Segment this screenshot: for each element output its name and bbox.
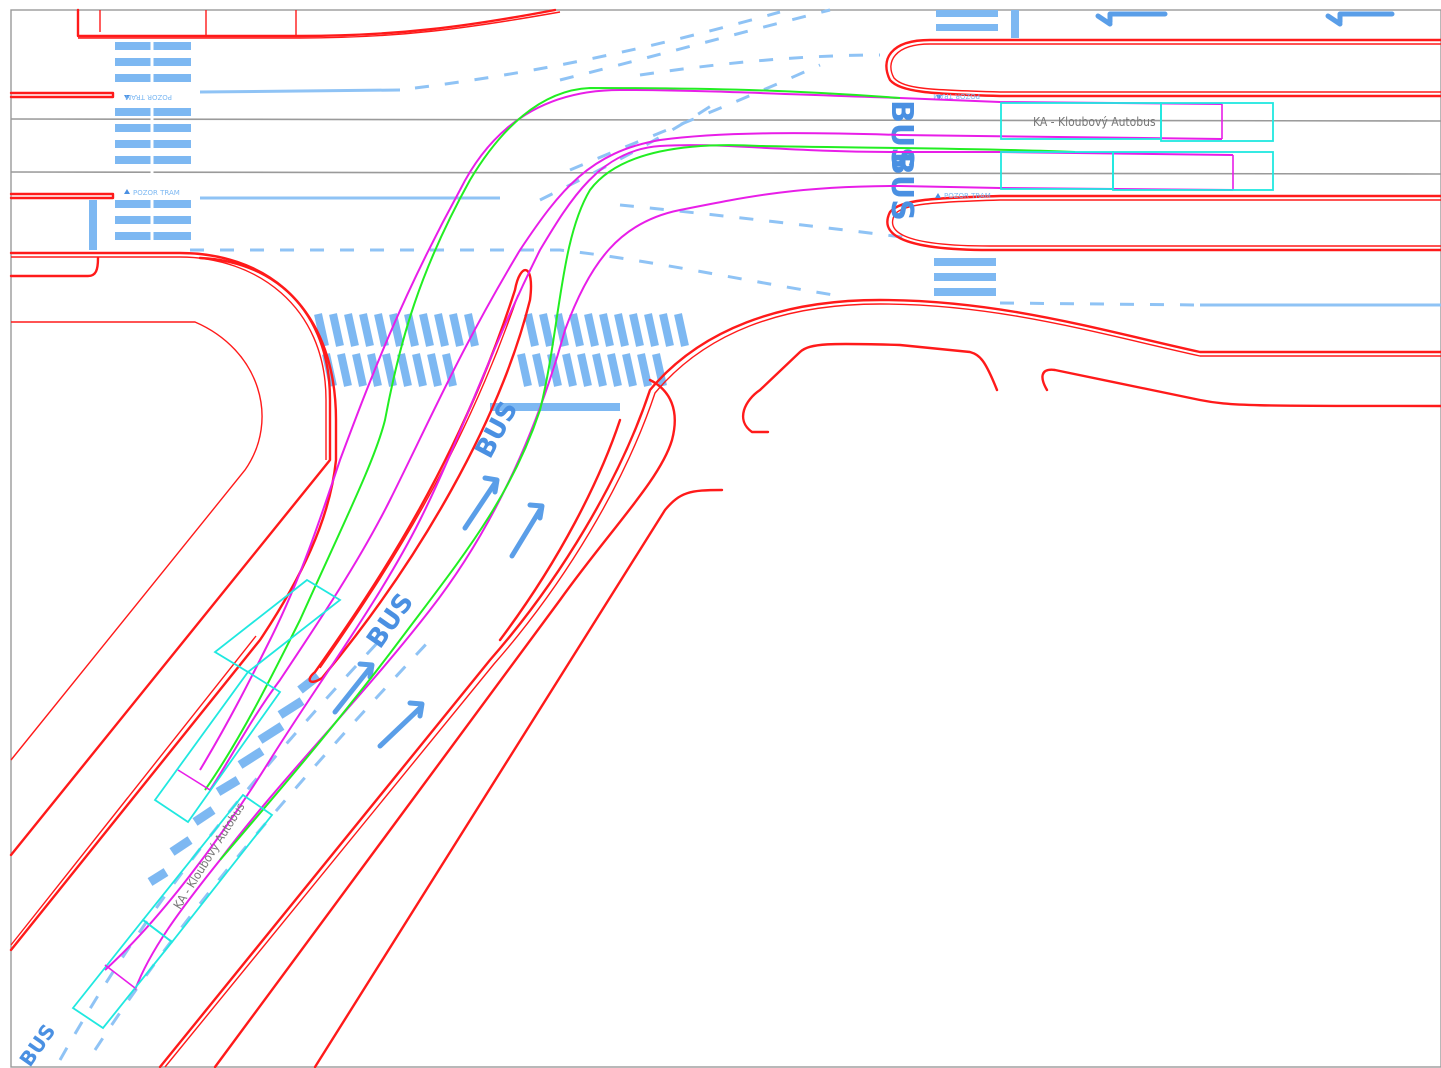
warning-triangle-icon xyxy=(124,95,130,100)
hatched-lane-marks xyxy=(147,672,321,886)
warning-triangle-icon xyxy=(935,193,941,198)
hatch-stripe xyxy=(614,313,629,347)
hatch-stripe xyxy=(352,353,367,387)
turn-left-arrow-icon xyxy=(1095,11,1168,27)
hatch-stripe xyxy=(517,353,532,387)
hatch-stripe xyxy=(607,353,622,387)
hatch-stripe xyxy=(442,353,457,387)
sign-pozor-tram-3: POZOR TRAM xyxy=(933,92,980,100)
hatch-stripe xyxy=(449,313,464,347)
curb-lines xyxy=(9,8,1441,1068)
hatch-stripe xyxy=(314,313,329,347)
bus-outline-right-upper: KA - Kloubový Autobus xyxy=(1000,102,1274,142)
hatch-stripe xyxy=(389,313,404,347)
hatch-stripe xyxy=(644,313,659,347)
hatch-stripe xyxy=(532,353,547,387)
hatch-stripe xyxy=(659,313,674,347)
hatch-stripe xyxy=(374,313,389,347)
hatch-stripe xyxy=(637,353,652,387)
hatch-stripe xyxy=(397,353,412,387)
lane-markings xyxy=(58,8,1441,1061)
bus-marking-mid-upper: BUS xyxy=(470,397,524,464)
swept-path-upper xyxy=(199,86,1223,791)
hatch-stripe xyxy=(569,313,584,347)
sign-labels: POZOR TRAM POZOR TRAM POZOR TRAM POZOR T… xyxy=(124,92,991,200)
turn-right-arrow-icon xyxy=(332,661,375,715)
tram-tracks xyxy=(10,118,1441,175)
hatch-stripe xyxy=(554,313,569,347)
hatch-stripe xyxy=(344,313,359,347)
drawing-frame xyxy=(10,9,1441,1068)
hatch-stripe xyxy=(539,313,554,347)
bus-outline-right-lower xyxy=(1000,151,1274,191)
hatch-stripe xyxy=(547,353,562,387)
hatch-stripe xyxy=(359,313,374,347)
hatch-stripe xyxy=(577,353,592,387)
swept-path-lower xyxy=(104,144,1234,991)
turn-right-arrow-icon xyxy=(462,475,500,531)
hatch-stripe xyxy=(592,353,607,387)
hatch-stripe xyxy=(652,353,667,387)
turn-arrows xyxy=(332,11,1395,749)
hatch-stripe xyxy=(622,353,637,387)
hatch-stripe xyxy=(584,313,599,347)
hatch-stripe xyxy=(337,353,352,387)
turn-right-arrow-icon xyxy=(377,700,425,749)
hatch-stripe xyxy=(382,353,397,387)
sign-pozor-tram-4: POZOR TRAM xyxy=(944,192,991,200)
vehicle-label-upper: KA - Kloubový Autobus xyxy=(1033,115,1156,129)
hatch-stripe xyxy=(674,313,689,347)
hatched-crossing xyxy=(314,313,689,387)
sign-pozor-tram-2: POZOR TRAM xyxy=(133,189,180,197)
hatch-stripe xyxy=(562,353,577,387)
turn-right-arrow-icon xyxy=(509,502,545,559)
hatch-stripe xyxy=(427,353,442,387)
warning-triangle-icon xyxy=(936,95,942,100)
zebra-crossing-left xyxy=(115,40,191,248)
hatch-stripe xyxy=(599,313,614,347)
bus-marking-bottom: BUS xyxy=(14,1020,60,1068)
hatch-stripe xyxy=(412,353,427,387)
hatch-stripe xyxy=(329,313,344,347)
turn-left-arrow-icon xyxy=(1325,11,1395,27)
hatch-stripe xyxy=(464,313,479,347)
zebra-crossing-right xyxy=(934,10,998,296)
hatch-stripe xyxy=(419,313,434,347)
sign-pozor-tram-1: POZOR TRAM xyxy=(125,93,172,101)
bus-outline-diagonal-upper xyxy=(153,578,342,824)
hatch-stripe xyxy=(629,313,644,347)
bus-marking-mid-lower: BUS xyxy=(361,588,420,654)
warning-triangle-icon xyxy=(124,189,130,194)
hatch-stripe xyxy=(434,313,449,347)
hatch-stripe xyxy=(524,313,539,347)
